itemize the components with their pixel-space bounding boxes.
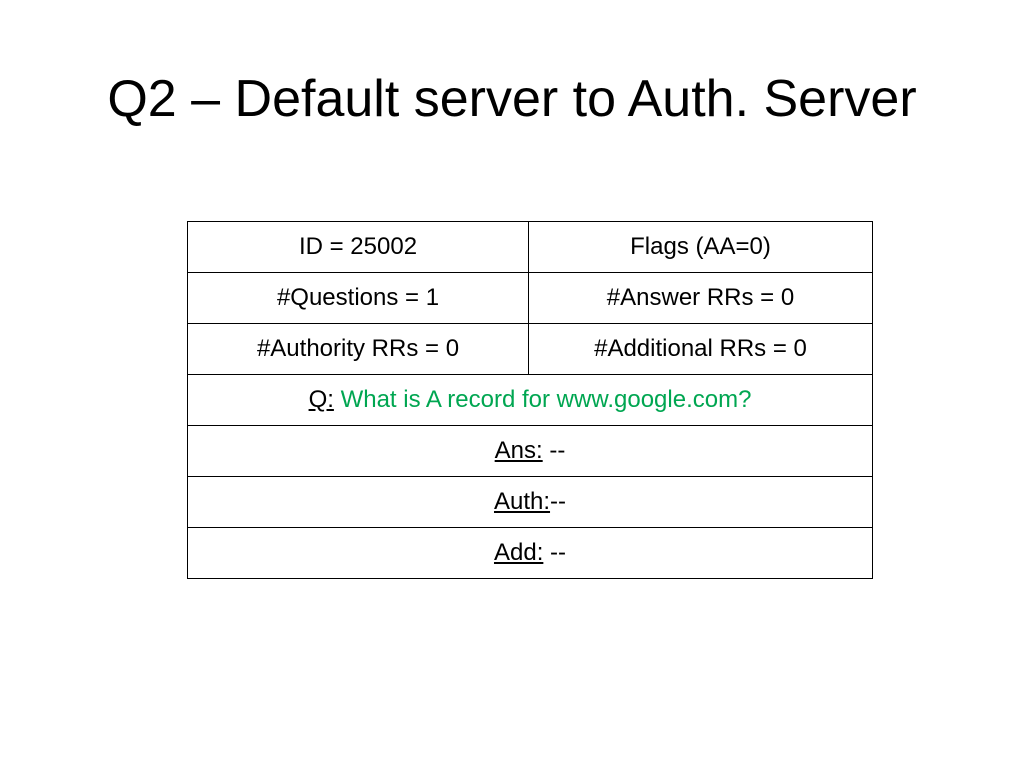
authority-rrs-cell: #Authority RRs = 0 xyxy=(187,323,529,375)
authority-value: -- xyxy=(550,488,567,515)
question-value: What is A record for www.google.com? xyxy=(333,386,752,413)
table-row: #Authority RRs = 0 #Additional RRs = 0 xyxy=(187,323,873,375)
answer-rrs-cell: #Answer RRs = 0 xyxy=(528,272,873,324)
table-row: Auth:-- xyxy=(187,476,873,528)
slide-title: Q2 – Default server to Auth. Server xyxy=(107,70,917,128)
table-row: Add: -- xyxy=(187,527,873,579)
answer-value: -- xyxy=(542,437,566,464)
table-row: #Questions = 1 #Answer RRs = 0 xyxy=(187,272,873,324)
table-row: ID = 25002 Flags (AA=0) xyxy=(187,221,873,273)
authority-section-cell: Auth:-- xyxy=(187,476,873,528)
id-cell: ID = 25002 xyxy=(187,221,529,273)
table-row: Ans: -- xyxy=(187,425,873,477)
additional-label: Add: xyxy=(493,539,544,566)
question-section-cell: Q: What is A record for www.google.com? xyxy=(187,374,873,426)
answer-label: Ans: xyxy=(494,437,543,464)
additional-section-cell: Add: -- xyxy=(187,527,873,579)
dns-message-table: ID = 25002 Flags (AA=0) #Questions = 1 #… xyxy=(187,221,873,579)
additional-value: -- xyxy=(543,539,567,566)
answer-section-cell: Ans: -- xyxy=(187,425,873,477)
question-label: Q: xyxy=(308,386,334,413)
questions-count-cell: #Questions = 1 xyxy=(187,272,529,324)
table-row: Q: What is A record for www.google.com? xyxy=(187,374,873,426)
additional-rrs-cell: #Additional RRs = 0 xyxy=(528,323,873,375)
authority-label: Auth: xyxy=(493,488,551,515)
flags-cell: Flags (AA=0) xyxy=(528,221,873,273)
